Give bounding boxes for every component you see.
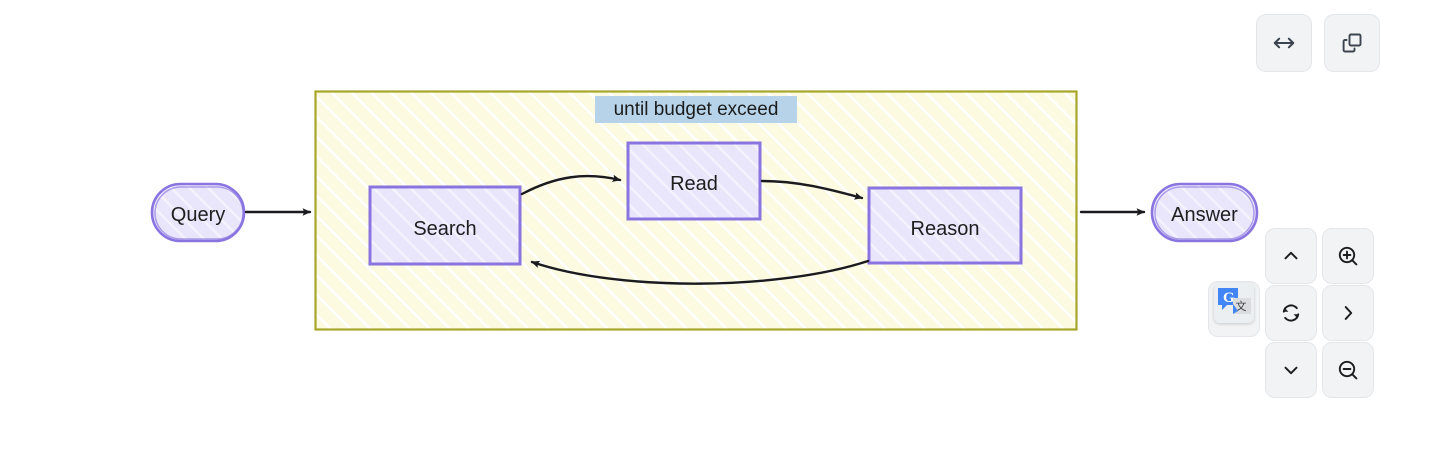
- edge-reason-to-search: [530, 259, 870, 285]
- edge-search-to-read: [520, 174, 622, 196]
- arrows-horizontal-icon: [1271, 30, 1297, 56]
- next-button[interactable]: [1322, 285, 1374, 341]
- refresh-icon: [1279, 301, 1303, 325]
- copy-icon: [1340, 31, 1364, 55]
- edge-read-to-reason: [760, 179, 864, 200]
- zoom-in-icon: [1336, 244, 1360, 268]
- chevron-down-icon: [1280, 359, 1302, 381]
- group-label: until budget exceed: [595, 96, 797, 123]
- node-query: [150, 182, 246, 243]
- fit-width-button[interactable]: [1256, 14, 1312, 72]
- scroll-up-button[interactable]: [1265, 228, 1317, 284]
- zoom-in-button[interactable]: [1322, 228, 1374, 284]
- chevron-right-icon: [1337, 302, 1359, 324]
- google-translate-icon[interactable]: G 文: [1214, 283, 1254, 323]
- svg-text:G: G: [1223, 290, 1235, 306]
- svg-text:文: 文: [1236, 299, 1247, 313]
- node-answer: [1150, 182, 1259, 243]
- zoom-out-icon: [1336, 358, 1360, 382]
- reset-view-button[interactable]: [1265, 285, 1317, 341]
- scroll-down-button[interactable]: [1265, 342, 1317, 398]
- node-search: [368, 185, 522, 266]
- copy-button[interactable]: [1324, 14, 1380, 72]
- node-read: [626, 141, 762, 221]
- zoom-out-button[interactable]: [1322, 342, 1374, 398]
- node-reason: [867, 186, 1023, 265]
- chevron-up-icon: [1280, 245, 1302, 267]
